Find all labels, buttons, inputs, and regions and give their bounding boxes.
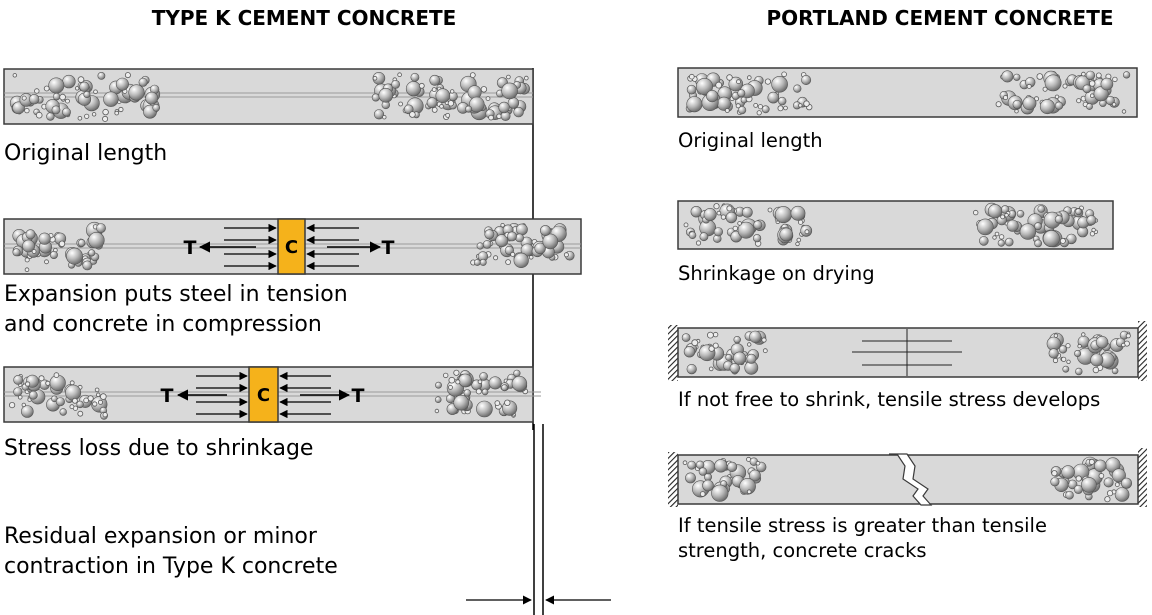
beam-expanded: C T T (3, 218, 582, 275)
caption-original-length-left: Original length (4, 141, 167, 166)
aggregate-cluster-left (682, 456, 767, 502)
right-title: PORTLAND CEMENT CONCRETE (766, 6, 1113, 30)
compression-block (248, 366, 279, 423)
aggregate-cluster-right (470, 222, 575, 268)
compression-block (277, 218, 306, 275)
aggregate-cluster-left (9, 72, 161, 122)
caption-original-length-right: Original length (678, 129, 823, 152)
caption-restrained: If not free to shrink, tensile stress de… (678, 388, 1100, 411)
aggregate-cluster-right (995, 70, 1131, 115)
caption-residual-line1: Residual expansion or minor (4, 524, 318, 549)
aggregate-cluster-right (434, 369, 529, 418)
fixed-support-left (668, 452, 678, 507)
caption-cracks-line2: strength, concrete cracks (678, 539, 927, 562)
beam-original-length (3, 68, 534, 125)
beam-shrunk (677, 200, 1114, 250)
caption-residual-line2: contraction in Type K concrete (4, 554, 338, 579)
aggregate-cluster-left (9, 372, 108, 420)
fixed-support-right (1138, 321, 1147, 381)
compression-label: C (285, 237, 298, 258)
compression-arrows (224, 223, 359, 271)
caption-expansion-line2: and concrete in compression (4, 312, 322, 337)
tension-label-right: T (382, 237, 395, 259)
aggregate-cluster-left (681, 330, 768, 375)
crack (889, 453, 933, 506)
beam-original-length-portland (677, 67, 1138, 118)
tensile-stress-lines (852, 329, 962, 376)
tension-label-right: T (352, 385, 365, 407)
aggregate-cluster-left (683, 203, 813, 247)
compression-label: C (257, 385, 270, 406)
beam-stress-loss: C T T (3, 366, 541, 423)
aggregate-cluster-right (1046, 330, 1131, 376)
fixed-support-left (668, 325, 678, 381)
caption-cracks-line1: If tensile stress is greater than tensil… (678, 514, 1047, 537)
left-title: TYPE K CEMENT CONCRETE (152, 6, 457, 30)
residual-gap-indicator (466, 424, 611, 615)
aggregate-cluster-right (973, 202, 1099, 248)
fixed-support-right (1138, 448, 1147, 507)
caption-stress-loss: Stress loss due to shrinkage (4, 436, 313, 461)
aggregate-cluster-right (1050, 456, 1133, 503)
beam-restrained (668, 321, 1147, 381)
caption-shrinkage: Shrinkage on drying (678, 262, 875, 285)
aggregate-cluster-left (12, 221, 106, 273)
beam-cracked (668, 448, 1147, 507)
caption-expansion-line1: Expansion puts steel in tension (4, 282, 348, 307)
tension-label-left: T (161, 385, 174, 407)
tension-label-left: T (184, 237, 197, 259)
aggregate-cluster-right (371, 72, 530, 121)
compression-arrows (196, 371, 331, 419)
aggregate-cluster-left (685, 71, 813, 116)
